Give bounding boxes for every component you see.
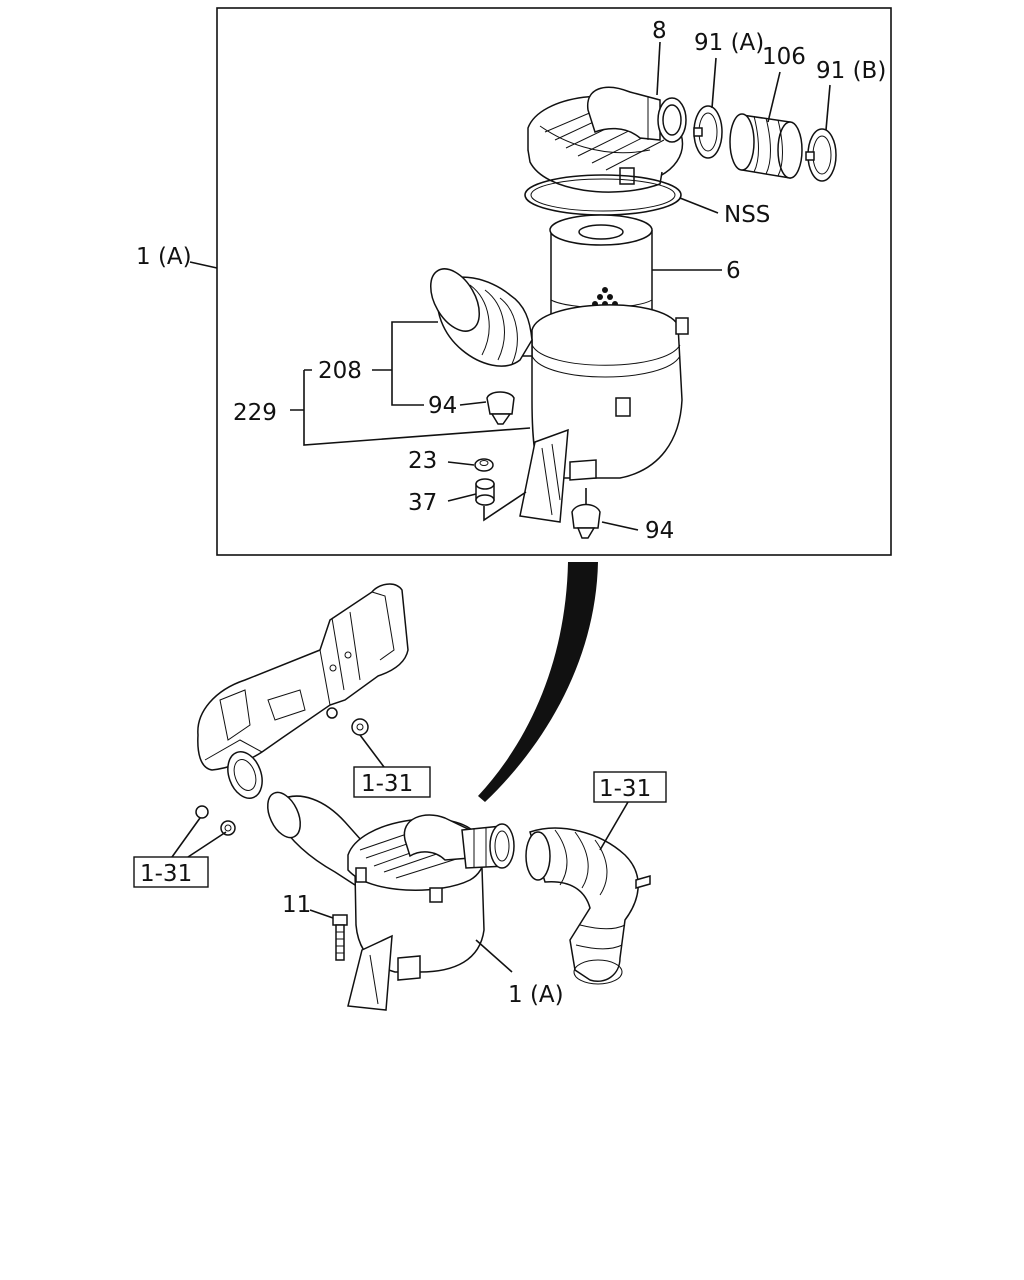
bushing-37 (475, 478, 495, 506)
ref-label-top: 1-31 (361, 771, 413, 797)
label-part-11: 11 (282, 892, 311, 918)
label-part-23: 23 (408, 448, 437, 474)
label-part-229: 229 (233, 400, 277, 426)
ref-label-left: 1-31 (140, 861, 192, 887)
label-part-6: 6 (726, 258, 741, 284)
duct-connector (227, 751, 263, 799)
label-part-1a-assembly: 1 (A) (508, 982, 564, 1008)
rubber-grommet-upper (486, 391, 515, 425)
bracket-nut-right (326, 707, 369, 736)
ref-label-right: 1-31 (599, 776, 651, 802)
assembly-leader-lines (171, 734, 629, 973)
callout-arrow (478, 562, 598, 802)
rubber-grommet-lower (571, 503, 601, 539)
label-part-91b: 91 (B) (816, 58, 886, 84)
label-part-37: 37 (408, 490, 437, 516)
label-part-94-lower: 94 (645, 518, 674, 544)
ref-box-right (593, 771, 667, 803)
label-part-208: 208 (318, 358, 362, 384)
mounting-bracket (197, 583, 409, 771)
label-part-91a: 91 (A) (694, 30, 764, 56)
outlet-hose (525, 827, 651, 985)
label-part-8: 8 (652, 18, 667, 44)
ref-box-left (133, 856, 209, 888)
connecting-hose (729, 113, 803, 179)
bracket-bolts-left (195, 805, 236, 836)
label-part-1a-inset: 1 (A) (136, 244, 192, 270)
air-cleaner-housing (519, 304, 689, 523)
intake-duct (429, 268, 533, 367)
inset-frame (216, 7, 892, 556)
inset-leader-lines (189, 41, 831, 531)
hose-clamp-a (693, 105, 723, 159)
assembled-air-cleaner (347, 814, 515, 1011)
label-part-94-upper: 94 (428, 393, 457, 419)
hose-clamp-b (805, 128, 837, 182)
washer-23 (474, 458, 494, 472)
label-part-106: 106 (762, 44, 806, 70)
ref-box-top (353, 766, 431, 798)
label-nss: NSS (724, 202, 770, 228)
air-cleaner-cover (527, 86, 687, 193)
bolt-11 (332, 914, 348, 961)
